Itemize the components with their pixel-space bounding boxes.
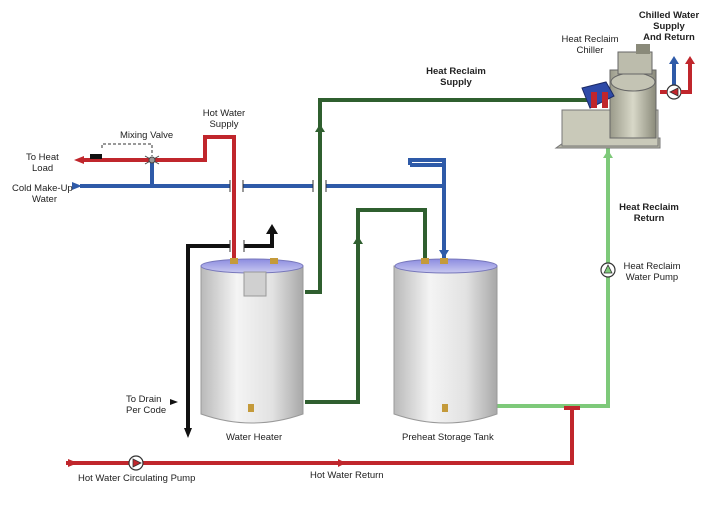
drain-arrow-down [184,428,192,438]
hw-circulating-pump-icon [128,455,144,471]
chilled-water-pump-icon [666,84,682,100]
flow-arrow-return-up [603,150,613,158]
heat-reclaim-water-pump-icon [600,262,616,278]
heat-reclaim-chiller [554,44,661,149]
flow-arrow-return-mid [338,459,346,467]
flow-arrow-chilled-up [669,56,679,64]
flow-arrow-cold-in [72,182,82,190]
heat-reclaim-pump-label: Heat Reclaim Water Pump [623,261,681,283]
heat-reclaim-chiller-label: Heat Reclaim Chiller [561,34,619,56]
to-drain-label: To Drain Per Code [126,394,167,416]
flow-arrow-return-in [68,459,78,467]
to-heat-load-label: To Heat Load [26,152,59,174]
cold-makeup-label: Cold Make-Up Water [12,183,73,205]
hot-water-supply-label: Hot Water Supply [202,108,246,130]
chilled-water-label: Chilled Water Supply And Return [638,10,700,43]
preheat-tank-label: Preheat Storage Tank [402,432,494,443]
heat-reclaim-supply-pipe [305,98,588,404]
heat-reclaim-return-pipe [497,140,610,408]
drain-pipe [186,232,274,432]
heat-reclaim-return-label: Heat Reclaim Return [619,202,679,224]
preheat-storage-tank [393,258,498,424]
hw-circulating-pump-label: Hot Water Circulating Pump [78,473,196,484]
drain-arrow-up [266,224,278,234]
mixing-valve-icon [90,143,160,165]
water-heater-tank [200,258,304,424]
flow-arrow-drain [170,399,178,405]
flow-arrow-chilled-return [685,56,695,64]
flow-arrow-supply-up [315,124,325,132]
flow-arrow-cold-down [439,250,449,258]
hot-water-pipe [66,135,580,465]
water-heater-label: Water Heater [226,432,283,443]
cold-water-pipe [80,64,676,262]
hw-return-label: Hot Water Return [310,470,384,481]
flow-arrow-heat-load [74,156,84,164]
mixing-valve-label: Mixing Valve [120,130,174,141]
flow-arrow-preheat-up [353,236,363,244]
heat-reclaim-supply-label: Heat Reclaim Supply [426,66,486,88]
pipe-breaks [229,180,327,252]
